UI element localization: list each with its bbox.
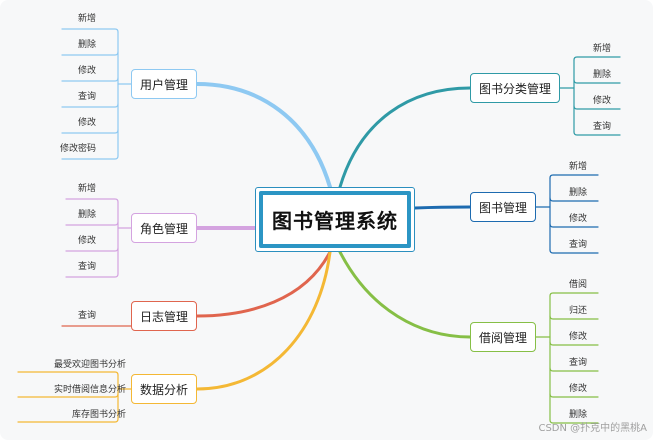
leaf-category-add[interactable]: 新增 — [593, 44, 612, 54]
bracket-user-leaf-3 — [61, 103, 119, 108]
branch-user-management[interactable]: 用户管理 — [131, 69, 197, 99]
leaf-book-add[interactable]: 新增 — [569, 162, 588, 172]
leaf-category-edit[interactable]: 修改 — [593, 96, 612, 106]
bracket-borrow-leaf-5 — [549, 419, 599, 424]
bracket-user-leaf-2 — [61, 77, 119, 82]
leaf-user-query[interactable]: 查询 — [77, 92, 96, 102]
bracket-analysis-leaf-1 — [17, 393, 119, 398]
connector-analysis — [195, 250, 332, 391]
bracket-role-leaf-2 — [65, 247, 119, 252]
branch-role-management[interactable]: 角色管理 — [131, 213, 197, 243]
connector-log — [195, 250, 332, 318]
bracket-category-leaf-2 — [573, 105, 621, 110]
bracket-book-leaf-1 — [549, 197, 599, 202]
watermark: CSDN @扑克中的黑桃A — [538, 423, 647, 434]
leaf-user-add[interactable]: 新增 — [77, 14, 96, 24]
central-topic-label: 图书管理系统 — [259, 191, 411, 248]
bracket-borrow-leaf-1 — [549, 315, 599, 320]
bracket-role-leaf-0 — [65, 198, 119, 203]
bracket-book-leaf-0 — [549, 174, 599, 179]
bracket-category-leaf-3 — [573, 131, 621, 136]
leaf-user-edit[interactable]: 修改 — [77, 66, 96, 76]
leaf-analysis-realtime[interactable]: 实时借阅信息分析 — [53, 385, 126, 395]
central-topic[interactable]: 图书管理系统 — [255, 187, 415, 252]
connector-user — [195, 82, 332, 189]
bracket-user-leaf-4 — [61, 129, 119, 134]
leaf-analysis-popular[interactable]: 最受欢迎图书分析 — [53, 360, 126, 370]
leaf-analysis-stock[interactable]: 库存图书分析 — [71, 410, 126, 420]
bracket-role-leaf-1 — [65, 221, 119, 226]
leaf-user-change-password[interactable]: 修改密码 — [59, 144, 96, 154]
bracket-role-leaf-3 — [65, 273, 119, 278]
bracket-user-leaf-1 — [61, 51, 119, 56]
bracket-user-leaf-5 — [61, 155, 119, 160]
leaf-borrow-delete[interactable]: 删除 — [569, 410, 588, 420]
leaf-log-query[interactable]: 查询 — [77, 311, 96, 321]
leaf-borrow-edit[interactable]: 修改 — [569, 332, 588, 342]
leaf-category-delete[interactable]: 删除 — [593, 70, 612, 80]
connector-book — [413, 205, 472, 210]
connector-borrow — [338, 250, 472, 339]
bracket-book-leaf-3 — [549, 249, 599, 254]
leaf-borrow-edit-2[interactable]: 修改 — [569, 384, 588, 394]
leaf-book-delete[interactable]: 删除 — [569, 188, 588, 198]
branch-category-management[interactable]: 图书分类管理 — [470, 73, 560, 103]
branch-log-management[interactable]: 日志管理 — [131, 301, 197, 331]
branch-data-analysis[interactable]: 数据分析 — [131, 374, 197, 404]
bracket-analysis-leaf-0 — [17, 371, 119, 376]
bracket-user-leaf-0 — [61, 28, 119, 33]
bracket-borrow-leaf-0 — [549, 292, 599, 297]
leaf-borrow-return[interactable]: 归还 — [569, 306, 588, 316]
bracket-borrow-leaf-4 — [549, 393, 599, 398]
leaf-role-add[interactable]: 新增 — [77, 184, 96, 194]
leaf-role-delete[interactable]: 删除 — [77, 210, 96, 220]
leaf-role-edit[interactable]: 修改 — [77, 236, 96, 246]
leaf-borrow-query[interactable]: 查询 — [569, 358, 588, 368]
bracket-borrow-leaf-3 — [549, 367, 599, 372]
bracket-book-leaf-2 — [549, 223, 599, 228]
leaf-book-edit[interactable]: 修改 — [569, 214, 588, 224]
bracket-category-leaf-0 — [573, 56, 621, 61]
bracket-category-leaf-1 — [573, 79, 621, 84]
leaf-user-edit-2[interactable]: 修改 — [77, 118, 96, 128]
leaf-user-delete[interactable]: 删除 — [77, 40, 96, 50]
leaf-book-query[interactable]: 查询 — [569, 240, 588, 250]
leaf-borrow-borrow[interactable]: 借阅 — [569, 280, 588, 290]
branch-book-management[interactable]: 图书管理 — [470, 192, 536, 222]
leaf-category-query[interactable]: 查询 — [593, 122, 612, 132]
leaf-role-query[interactable]: 查询 — [77, 262, 96, 272]
branch-borrow-management[interactable]: 借阅管理 — [470, 322, 536, 352]
bracket-borrow-leaf-2 — [549, 341, 599, 346]
connector-category — [338, 86, 472, 189]
bracket-analysis-leaf-2 — [17, 418, 119, 423]
